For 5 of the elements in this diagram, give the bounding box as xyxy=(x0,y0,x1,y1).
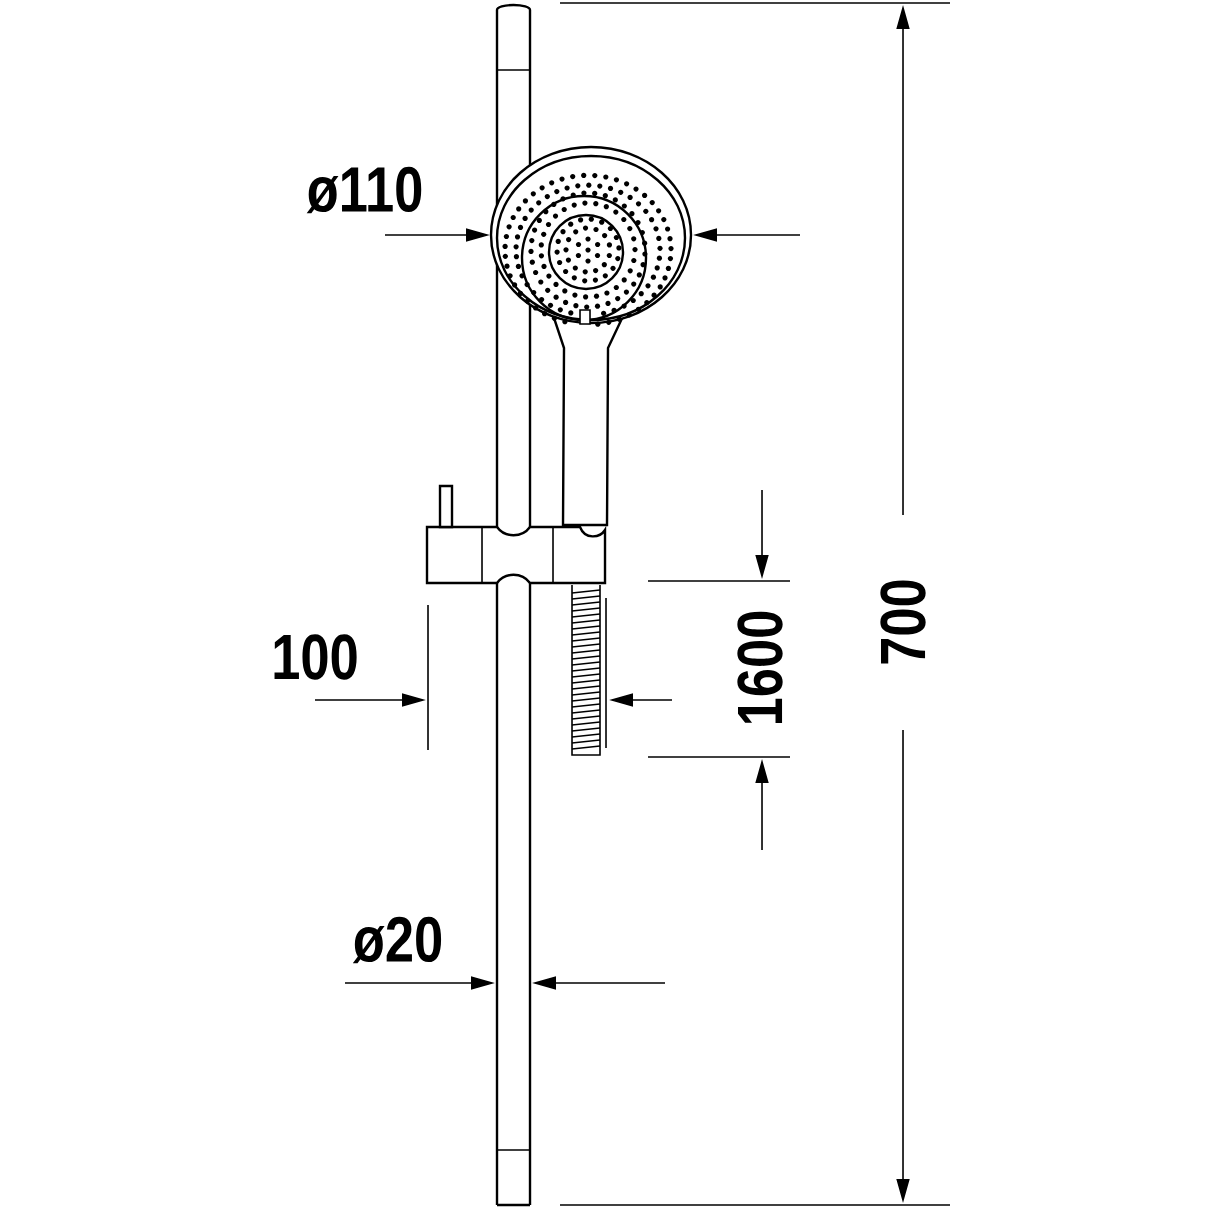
dimension-label: 100 xyxy=(274,634,357,680)
dimension-label: 1600 xyxy=(737,611,783,724)
dimension-label: ø110 xyxy=(306,166,422,214)
dimension-label: ø20 xyxy=(352,916,442,964)
dimension-label: 700 xyxy=(880,580,926,664)
